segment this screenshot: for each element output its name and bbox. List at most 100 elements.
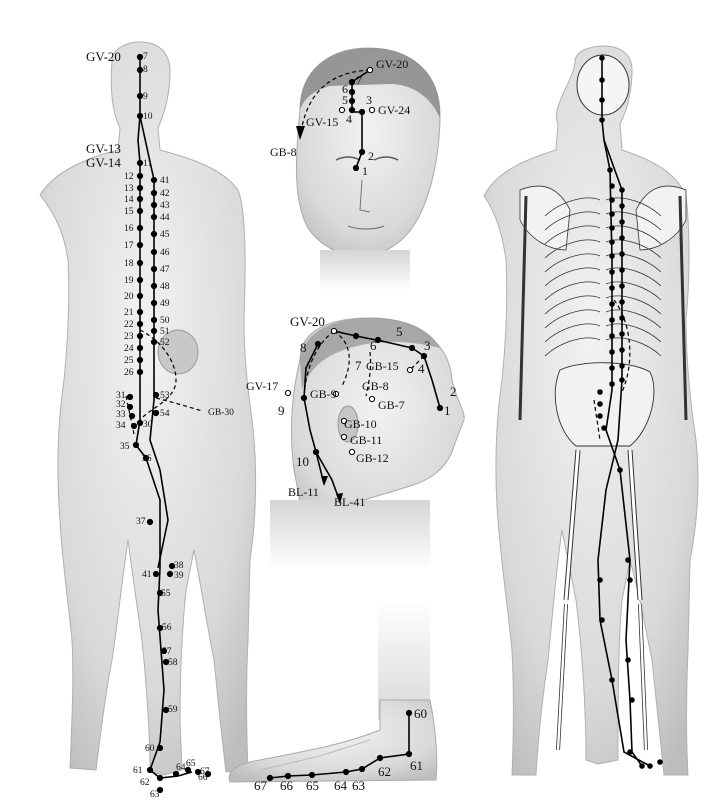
point-label: GV-24 bbox=[378, 103, 410, 117]
point-label: 22 bbox=[124, 320, 134, 330]
point-label: 42 bbox=[160, 189, 170, 199]
point-label: 62 bbox=[378, 764, 391, 779]
point-label: 4 bbox=[418, 361, 425, 376]
point-label: 63 bbox=[352, 778, 365, 793]
acupoint bbox=[369, 107, 374, 112]
acupoint bbox=[353, 165, 358, 170]
acupoint bbox=[620, 220, 625, 225]
acupoint bbox=[137, 208, 142, 213]
acupoint bbox=[598, 414, 603, 419]
acupoint bbox=[628, 750, 633, 755]
acupoint bbox=[331, 328, 336, 333]
point-label: 46 bbox=[160, 248, 170, 258]
acupoint bbox=[137, 196, 142, 201]
acupoint bbox=[610, 184, 615, 189]
acupoint bbox=[151, 190, 156, 195]
point-label: GV-20 bbox=[86, 49, 121, 64]
acupoint bbox=[285, 390, 290, 395]
acupoint bbox=[610, 226, 615, 231]
point-label: 56 bbox=[162, 623, 172, 633]
point-label: 57 bbox=[162, 647, 172, 657]
acupoint bbox=[610, 270, 615, 275]
acupoint bbox=[610, 198, 615, 203]
acupoint bbox=[127, 394, 132, 399]
acupoint bbox=[437, 405, 442, 410]
acupoint bbox=[339, 107, 344, 112]
acupoint bbox=[608, 168, 613, 173]
acupoint bbox=[137, 321, 142, 326]
skeleton-figure bbox=[484, 46, 698, 775]
acupoint bbox=[349, 98, 354, 103]
point-label: GV-20 bbox=[376, 57, 408, 71]
point-label: 34 bbox=[116, 421, 126, 431]
acupoint bbox=[626, 558, 631, 563]
point-label: 30 bbox=[143, 420, 153, 430]
acupoint bbox=[620, 364, 625, 369]
acupoint bbox=[267, 775, 272, 780]
acupoint bbox=[137, 420, 142, 425]
point-label: 10 bbox=[296, 454, 309, 469]
point-label: GB-15 bbox=[366, 359, 399, 373]
acupoint bbox=[301, 395, 306, 400]
acupoint bbox=[610, 350, 615, 355]
point-label: 23 bbox=[124, 332, 134, 342]
acupoint bbox=[421, 353, 426, 358]
point-label: 14 bbox=[124, 195, 134, 205]
acupoint bbox=[151, 202, 156, 207]
point-label: 8 bbox=[300, 340, 307, 355]
acupoint bbox=[151, 231, 156, 236]
point-label: 50 bbox=[160, 316, 170, 326]
acupoint bbox=[309, 772, 314, 777]
point-label: GV-14 bbox=[86, 155, 121, 170]
acupoint bbox=[620, 252, 625, 257]
point-label: 44 bbox=[160, 213, 170, 223]
point-label: 63 bbox=[150, 790, 160, 800]
point-label: 5 bbox=[342, 93, 348, 107]
acupoint bbox=[151, 339, 156, 344]
point-label: GB-30 bbox=[208, 408, 234, 418]
point-label: 26 bbox=[124, 368, 134, 378]
point-label: 41 bbox=[160, 176, 170, 186]
acupoint bbox=[626, 658, 631, 663]
acupoint bbox=[137, 113, 142, 118]
point-label: 1 bbox=[444, 403, 451, 418]
point-label: 62 bbox=[140, 778, 150, 788]
face-figure bbox=[296, 48, 440, 290]
acupoint bbox=[658, 760, 663, 765]
point-label: 4 bbox=[346, 112, 352, 126]
point-label: 52 bbox=[160, 338, 170, 348]
point-label: 54 bbox=[160, 409, 170, 419]
point-label: GV-17 bbox=[246, 379, 278, 393]
point-label: 67 bbox=[200, 767, 210, 777]
acupoint bbox=[600, 98, 605, 103]
acupoint bbox=[137, 369, 142, 374]
acupoint bbox=[151, 283, 156, 288]
point-label: 25 bbox=[124, 356, 134, 366]
acupoint bbox=[151, 300, 156, 305]
acupoint bbox=[620, 316, 625, 321]
acupoint bbox=[369, 396, 374, 401]
point-label: GB-12 bbox=[356, 451, 389, 465]
point-label: 36 bbox=[142, 454, 152, 464]
acupoint bbox=[359, 149, 364, 154]
acupoint bbox=[620, 300, 625, 305]
point-label: BL-11 bbox=[288, 485, 319, 499]
point-label: 9 bbox=[278, 403, 285, 418]
acupoint bbox=[620, 268, 625, 273]
acupoint bbox=[610, 254, 615, 259]
acupoint bbox=[409, 345, 414, 350]
acupoint bbox=[600, 618, 605, 623]
point-label: 32 bbox=[116, 400, 126, 410]
acupoint bbox=[151, 328, 156, 333]
point-label: GB-8 bbox=[270, 145, 297, 159]
acupoint bbox=[133, 442, 138, 447]
point-label: 3 bbox=[366, 93, 372, 107]
point-label: 33 bbox=[116, 410, 126, 420]
acupoint bbox=[137, 173, 142, 178]
acupoint bbox=[600, 56, 605, 61]
point-label: 60 bbox=[414, 706, 427, 721]
acupoint bbox=[598, 402, 603, 407]
point-label: 51 bbox=[160, 327, 170, 337]
acupoint bbox=[137, 54, 142, 59]
